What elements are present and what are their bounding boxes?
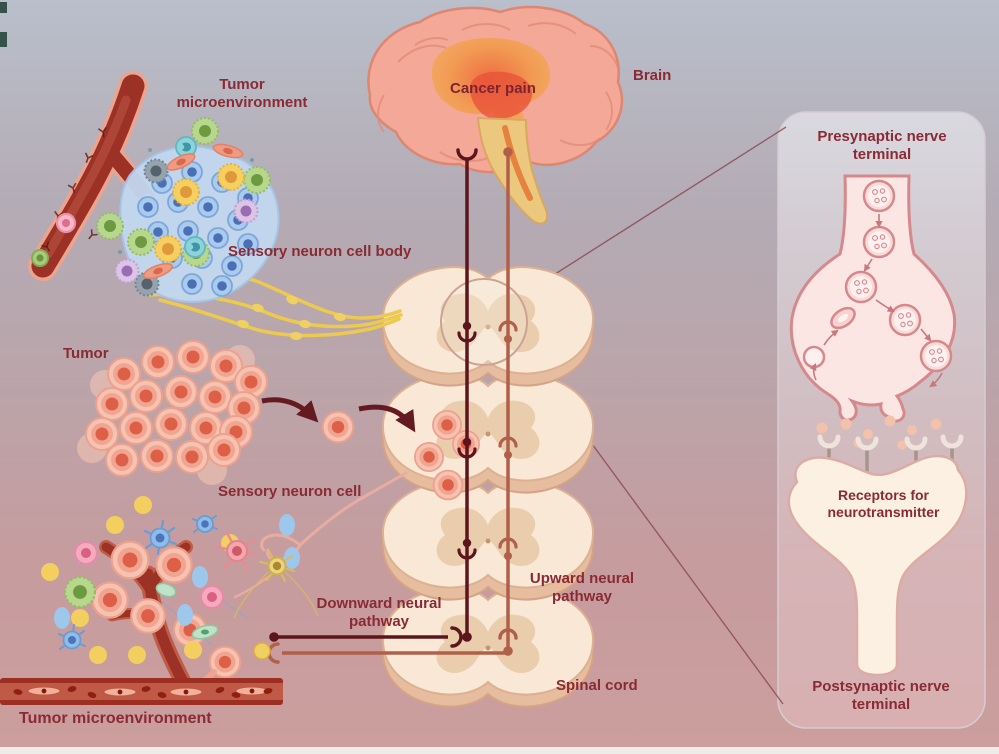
migrating-tumor-cell (261, 397, 416, 444)
blue-dendritic-cell-2 (58, 624, 86, 650)
label-tumor: Tumor (63, 345, 109, 362)
synapse-inset-panel (777, 111, 986, 729)
blood-vessel-bottom (0, 678, 283, 705)
zoom-circle (440, 278, 528, 366)
peripheral-terminal-dot (253, 642, 271, 660)
label-postsynaptic-nerve-terminal: Postsynaptic nerve terminal (812, 678, 950, 714)
blood-vessel-branch (28, 71, 165, 281)
label-sensory-neuron-cell-body: Sensory neuron cell body (228, 243, 412, 260)
label-sensory-neuron-cell: Sensory neuron cell (218, 483, 362, 500)
edge-artifact (0, 32, 7, 47)
tumor-microenvironment-bottom-illustration (41, 496, 319, 692)
edge-artifact (0, 2, 7, 13)
blue-dendritic-cell (143, 519, 178, 556)
presynaptic-terminal-illustration (789, 174, 957, 423)
lymphocyte-ovals (54, 514, 300, 629)
bottom-strip (0, 747, 999, 754)
brain-illustration (367, 5, 624, 225)
ascending-pathway-line (267, 147, 518, 664)
blue-dendritic-cell-3 (192, 515, 218, 533)
yellow-neuron (258, 549, 296, 583)
label-cancer-pain: Cancer pain (450, 80, 536, 97)
label-brain: Brain (633, 67, 672, 84)
cytokine-dots (41, 496, 239, 664)
fiber-beads (229, 275, 346, 341)
label-tumor-microenvironment-bottom: Tumor microenvironment (19, 710, 212, 727)
label-upward-neural-pathway: Upward neural pathway (529, 570, 635, 606)
label-tumor-microenvironment-top: Tumor microenvironment (176, 76, 308, 112)
label-presynaptic-nerve-terminal: Presynaptic nerve terminal (817, 128, 947, 164)
descending-pathway-line (269, 148, 478, 648)
pink-neuron (215, 531, 259, 571)
vesicle-cycle-arrows (809, 214, 943, 388)
immune-cells-top (96, 117, 274, 297)
postsynaptic-terminal-illustration (787, 454, 968, 677)
tumor-cluster-illustration (77, 340, 268, 485)
label-spinal-cord: Spinal cord (556, 677, 638, 694)
label-downward-neural-pathway: Downward neural pathway (316, 595, 442, 631)
label-receptors-for-neurotransmitter: Receptors for neurotransmitter (827, 487, 940, 521)
tumor-microenvironment-top-illustration (28, 71, 280, 303)
